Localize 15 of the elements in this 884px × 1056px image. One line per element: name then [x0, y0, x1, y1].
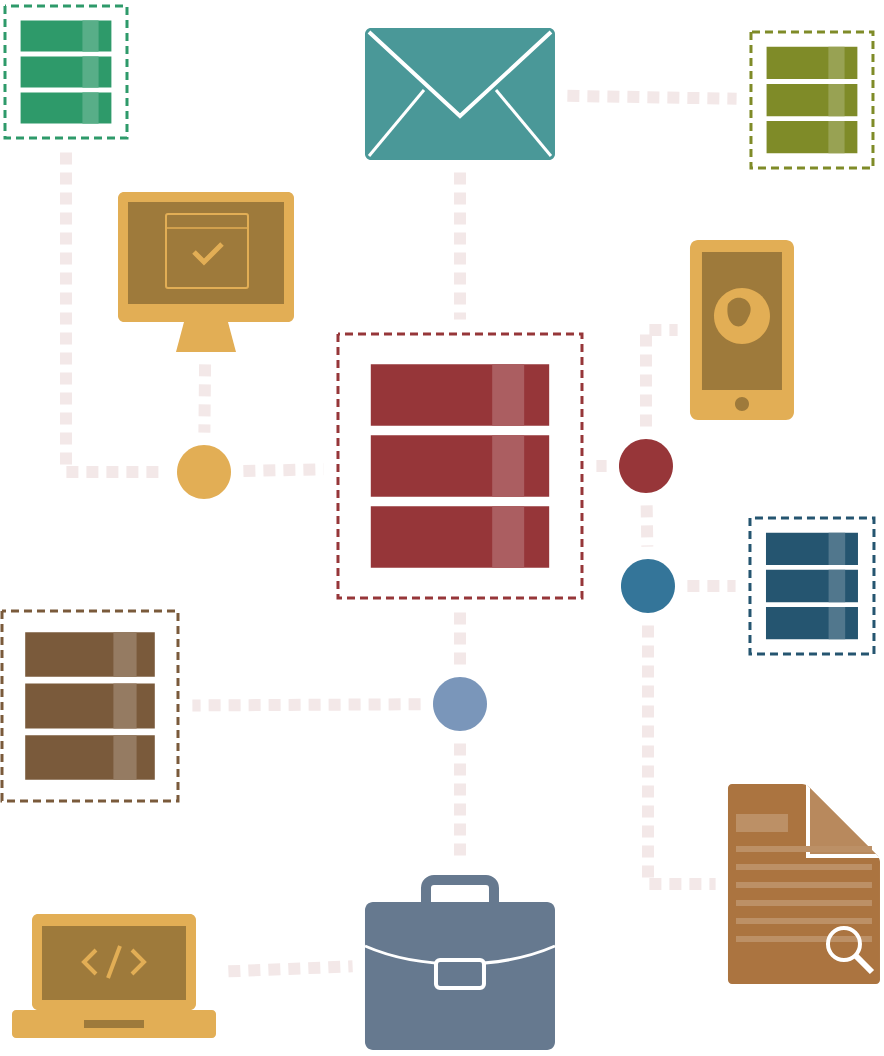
connector-dot: [619, 439, 673, 493]
database-icon: [749, 30, 875, 170]
database-icon: [0, 609, 180, 803]
laptop-icon: [12, 914, 216, 1038]
document-icon: [728, 784, 880, 984]
database-icon: [748, 516, 876, 656]
phone-icon: [690, 240, 794, 420]
briefcase-icon: [364, 875, 556, 1050]
connector-dot: [177, 445, 231, 499]
connector-dot: [621, 559, 675, 613]
database-icon: [336, 332, 584, 600]
envelope-icon: [365, 28, 555, 160]
monitor-icon: [118, 192, 294, 352]
database-icon: [3, 4, 129, 140]
connector-dot: [433, 677, 487, 731]
